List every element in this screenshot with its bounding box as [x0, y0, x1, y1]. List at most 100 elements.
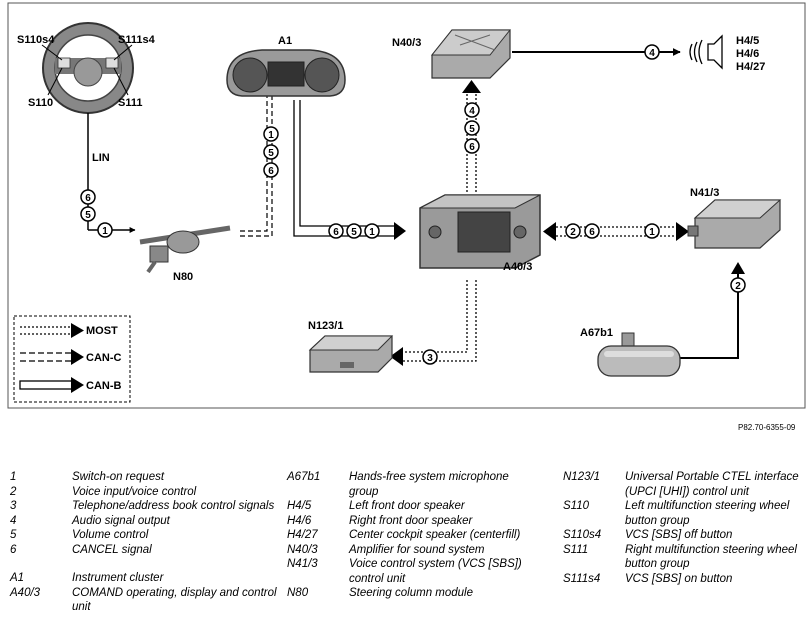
svg-text:5: 5 [351, 227, 357, 238]
label-n123-1: N123/1 [308, 320, 343, 332]
legend-row: H4/27 Center cockpit speaker (centerfill) [287, 528, 557, 543]
label-s111s4: S111s4 [118, 34, 156, 46]
legend-can-c: CAN-C [86, 352, 121, 364]
signal-vcs-2: 2 [565, 223, 581, 239]
steering-column-module [139, 225, 231, 274]
legend-value: Voice input/voice control [72, 485, 197, 498]
svg-text:1: 1 [268, 130, 274, 141]
svg-text:2: 2 [735, 281, 741, 292]
signal-amp-in-4: 4 [464, 102, 480, 118]
legend-key: 3 [10, 500, 17, 512]
legend-key: S110s4 [563, 529, 602, 541]
svg-text:6: 6 [469, 142, 475, 153]
legend-key: A1 [10, 572, 25, 584]
signal-lin-1: 1 [97, 222, 113, 238]
signal-a1-out-5: 5 [346, 223, 362, 239]
signal-a1-in-1: 1 [263, 126, 279, 142]
label-a40-3: A40/3 [503, 261, 532, 273]
signal-a1-out-6: 6 [328, 223, 344, 239]
legend-key: S111 [563, 543, 589, 556]
legend-can-b: CAN-B [86, 380, 121, 392]
legend-key: N123/1 [563, 471, 601, 483]
legend-value: Right multifunction steering wheel butto… [625, 543, 797, 571]
label-a67b1: A67b1 [580, 327, 613, 339]
label-s110: S110 [28, 97, 53, 109]
legend-value: Left multifunction steering wheel button… [625, 500, 790, 527]
svg-text:5: 5 [85, 210, 91, 221]
label-s110s4: S110s4 [17, 34, 55, 46]
legend-value: Right front door speaker [349, 514, 473, 527]
legend-key: A40/3 [10, 586, 41, 599]
bus-legend [13, 315, 131, 403]
label-s111: S111 [118, 97, 142, 109]
legend-key: N80 [287, 587, 309, 599]
legend-value: Center cockpit speaker (centerfill) [349, 529, 521, 541]
svg-text:1: 1 [369, 227, 375, 238]
legend-most: MOST [86, 325, 118, 337]
legend-key: H4/5 [287, 500, 312, 512]
legend-row: 5 Volume control [10, 528, 280, 543]
legend-value: Audio signal output [72, 514, 170, 527]
legend-key: S111s4 [563, 572, 601, 585]
legend-key: H4/6 [287, 514, 312, 527]
legend-key: 2 [10, 485, 17, 498]
signal-a1-in-6: 6 [263, 162, 279, 178]
upci-control-unit [308, 335, 394, 373]
label-n41-3: N41/3 [690, 187, 719, 199]
label-lin: LIN [92, 152, 110, 164]
legend-value: Volume control [72, 529, 149, 541]
legend-value: CANCEL signal [72, 543, 152, 556]
vcs-control-unit [687, 199, 782, 249]
steering-wheel [42, 22, 134, 114]
legend-value: Amplifier for sound system [349, 543, 485, 556]
svg-text:4: 4 [649, 48, 655, 59]
legend-key: S110 [563, 500, 590, 512]
legend-key: 4 [10, 514, 17, 527]
signal-a1-out-1: 1 [364, 223, 380, 239]
instrument-cluster [226, 49, 346, 97]
svg-text:6: 6 [589, 227, 595, 238]
svg-text:6: 6 [268, 166, 274, 177]
signal-vcs-1: 1 [644, 223, 660, 239]
label-a1: A1 [278, 35, 292, 47]
legend-row: H4/5 Left front door speaker [287, 499, 557, 514]
legend-value: Switch-on request [72, 471, 165, 483]
svg-text:5: 5 [469, 124, 475, 135]
svg-text:1: 1 [649, 227, 655, 238]
legend-key: N40/3 [287, 543, 318, 556]
legend-key: N41/3 [287, 558, 318, 570]
label-n80: N80 [173, 271, 193, 283]
legend-row: A67b1 Hands-free system microphone group [287, 470, 557, 499]
legend-key: A67b1 [287, 471, 321, 483]
svg-text:5: 5 [268, 148, 274, 159]
svg-text:3: 3 [427, 353, 433, 364]
comand-unit [419, 194, 541, 269]
legend-key: H4/27 [287, 529, 318, 541]
legend-value: Telephone/address book control signals [72, 500, 275, 512]
legend-value: Hands-free system microphone group [349, 471, 509, 498]
legend-value: Left front door speaker [349, 500, 465, 512]
legend-key: 5 [10, 529, 17, 541]
legend-row: S111 Right multifunction steering wheel b… [563, 543, 809, 572]
signal-amp-out-4: 4 [644, 44, 660, 60]
legend-row: 6 CANCEL signal [10, 543, 280, 558]
label-h4-5: H4/5 [736, 35, 759, 47]
signal-mic-2: 2 [730, 277, 746, 293]
svg-text:6: 6 [85, 193, 91, 204]
legend-key: 6 [10, 543, 17, 556]
legend-row: 4 Audio signal output [10, 514, 280, 529]
label-h4-27: H4/27 [736, 61, 765, 73]
signal-amp-in-6: 6 [464, 138, 480, 154]
signal-lin-5: 5 [80, 206, 96, 222]
wiring-diagram: S110s4 S111s4 S110 S111 LIN 6 5 1 N80 1 … [7, 2, 806, 409]
signal-lin-6: 6 [80, 189, 96, 205]
svg-text:1: 1 [102, 226, 108, 237]
